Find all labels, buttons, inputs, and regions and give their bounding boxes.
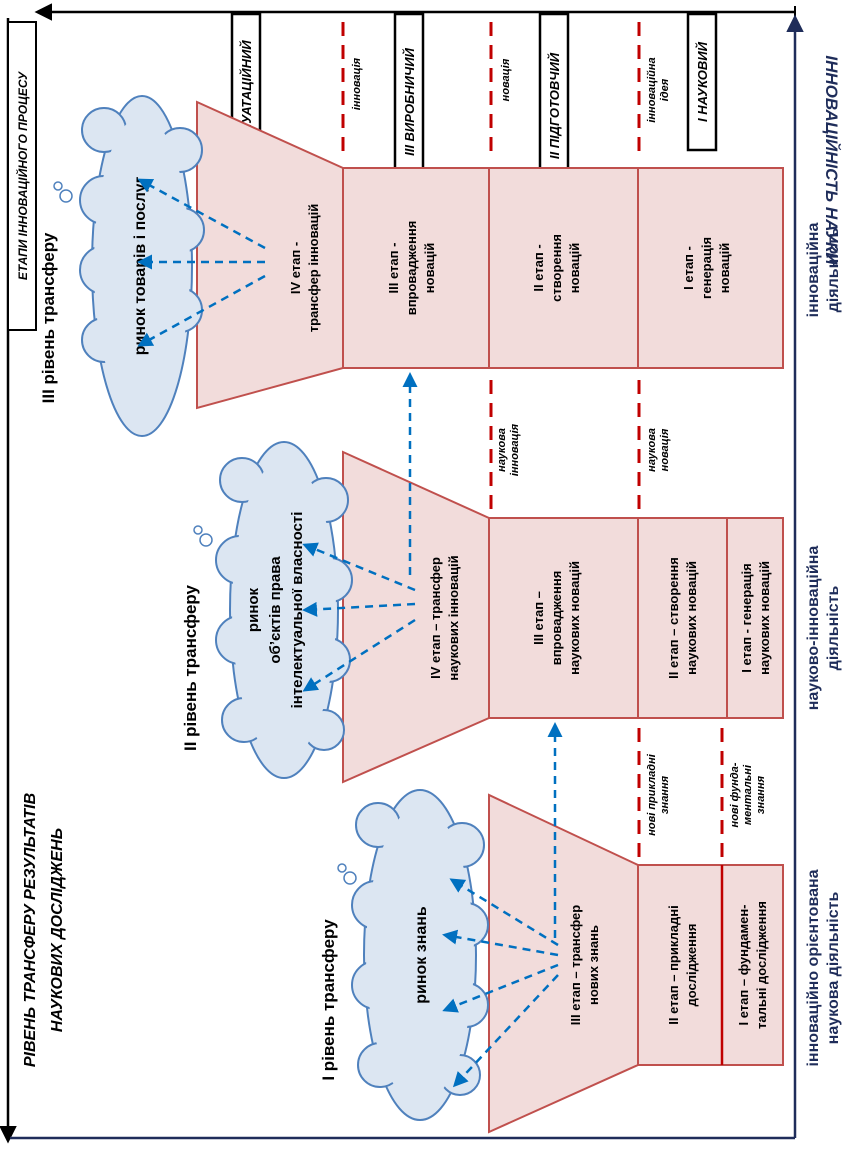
- level2-stage-label: наукових новацій: [684, 561, 699, 675]
- level3-transfer-trapezoid: [196, 100, 344, 410]
- outcome-label: інновація: [509, 423, 521, 476]
- level-3: І етап - генерація новацій ІІ етап - ств…: [39, 95, 842, 437]
- process-title-box: [7, 21, 37, 331]
- level2-stage-label: ІІ етап – створення: [666, 557, 681, 679]
- outcome-label: нові прикладні: [646, 753, 658, 836]
- level2-arrow: [302, 542, 416, 592]
- top-outcomes: інноваційна ідея новація інновація: [341, 22, 671, 158]
- level2-transfer-trapezoid: [342, 450, 490, 784]
- level1-transfer-label: ІІІ етап – трансфер: [568, 905, 583, 1025]
- outcome-label: ідея: [659, 78, 671, 101]
- level2-stage-box: [488, 517, 639, 719]
- outcome-label: новація: [659, 428, 671, 471]
- outcome-label: наукова: [646, 428, 658, 472]
- process-title: ЕТАПИ ІННОВАЦІЙНОГО ПРОЦЕСУ: [14, 71, 30, 280]
- level1-arrow: [452, 974, 559, 1088]
- level3-stage-box: [637, 167, 784, 369]
- level2-stage-label: наукових новацій: [757, 561, 772, 675]
- level-2: наукова інновація наукова новація І етап…: [181, 372, 842, 784]
- level3-activity: діяльність: [825, 228, 842, 313]
- stage-box-production: [393, 12, 425, 192]
- level2-stage-box: [726, 517, 784, 719]
- level2-stage-label: І етап - генерація: [739, 563, 754, 672]
- stage-label-scientific: I НАУКОВИЙ: [694, 41, 710, 122]
- level1-stage-label: тальні дослідження: [754, 901, 769, 1029]
- level1-arrow: [442, 963, 559, 1013]
- level3-transfer-label: трансфер інновацій: [306, 204, 321, 333]
- level2-market-label: об’єктів права: [267, 556, 284, 664]
- level3-arrow: [137, 178, 266, 250]
- level2-market-label: інтелектуальної власності: [289, 512, 306, 709]
- outcome-label: знання: [755, 775, 767, 814]
- outcome-label: ментальні: [742, 764, 754, 825]
- level2-transfer-label: IV етап – трансфер: [428, 557, 443, 679]
- outcome-label: знання: [659, 775, 671, 814]
- level2-arrow: [302, 601, 416, 617]
- level2-stage-box: [637, 517, 728, 719]
- level1-activity: наукова діяльність: [825, 892, 842, 1045]
- level3-stage-label: створення: [549, 234, 564, 302]
- level1-stage-label: дослідження: [684, 924, 699, 1007]
- level3-market-label: ринок товарів і послуг: [132, 176, 149, 355]
- outcome-label: інновація: [351, 57, 363, 110]
- outcome-label: нові фунда-: [729, 762, 741, 827]
- level3-stage-label: новацій: [717, 243, 732, 293]
- top-axis-title: ІННОВАЦІЙНІСТЬ НАУКИ: [822, 55, 842, 265]
- level-1: нові прикладні знання нові фунда- ментал…: [319, 722, 842, 1134]
- stage-boxes: I НАУКОВИЙ II ПІДГОТОВЧИЙ III ВИРОБНИЧИЙ…: [230, 12, 718, 212]
- level3-stage-label: новацій: [422, 243, 437, 293]
- level1-arrow: [449, 878, 559, 947]
- left-axis-title-line2: НАУКОВИХ ДОСЛІДЖЕНЬ: [49, 828, 66, 1032]
- level3-stage-label: ІІІ етап -: [386, 243, 401, 294]
- level1-transfer-label: нових знань: [586, 925, 601, 1005]
- level2-activity: науково-інноваційна: [805, 546, 822, 711]
- outcome-label: інноваційна: [646, 57, 658, 122]
- level1-stage-label: ІІ етап – прикладні: [666, 905, 681, 1024]
- level2-arrow: [302, 618, 416, 692]
- level3-transfer-label: IV етап -: [288, 242, 303, 294]
- stage-box-scientific: [686, 12, 718, 152]
- level1-transfer-trapezoid: [488, 793, 639, 1134]
- level2-stage-label: впровадження: [549, 571, 564, 666]
- level3-activity: інноваційна: [805, 223, 822, 318]
- level2-activity: діяльність: [825, 586, 842, 671]
- level1-market-label: ринок знань: [413, 906, 430, 1004]
- level3-market-cloud: [53, 95, 205, 437]
- level1-title: І рівень трансферу: [319, 919, 338, 1081]
- level1-stage-box: [637, 864, 784, 1066]
- level2-stage-label: ІІІ етап –: [531, 591, 546, 645]
- level1-stage-label: І етап – фундамен-: [736, 905, 751, 1026]
- level2-transfer-label: наукових інновацій: [446, 555, 461, 680]
- outcome-label: наукова: [496, 428, 508, 472]
- level2-stage-label: наукових новацій: [567, 561, 582, 675]
- level3-stage-label: впровадження: [404, 221, 419, 316]
- level3-stage-label: І етап -: [681, 246, 696, 290]
- level3-title: ІІІ рівень трансферу: [39, 232, 58, 403]
- level3-stage-box: [488, 167, 639, 369]
- level1-arrow: [442, 929, 559, 957]
- level3-stage-label: новацій: [567, 243, 582, 293]
- left-axis-title-line1: РІВЕНЬ ТРАНСФЕРУ РЕЗУЛЬТАТІВ: [22, 793, 39, 1067]
- level3-arrow: [137, 274, 266, 347]
- stage-label-preparatory: II ПІДГОТОВЧИЙ: [546, 52, 562, 159]
- level3-stage-label: ІІ етап -: [531, 244, 546, 291]
- level1-activity: інноваційно орієнтована: [805, 869, 822, 1066]
- stage-label-production: III ВИРОБНИЧИЙ: [401, 47, 417, 155]
- outcome-label: новація: [500, 58, 512, 101]
- level2-title: ІІ рівень трансферу: [181, 584, 200, 751]
- level3-stage-label: генерація: [699, 237, 714, 299]
- level2-market-label: ринок: [245, 587, 262, 632]
